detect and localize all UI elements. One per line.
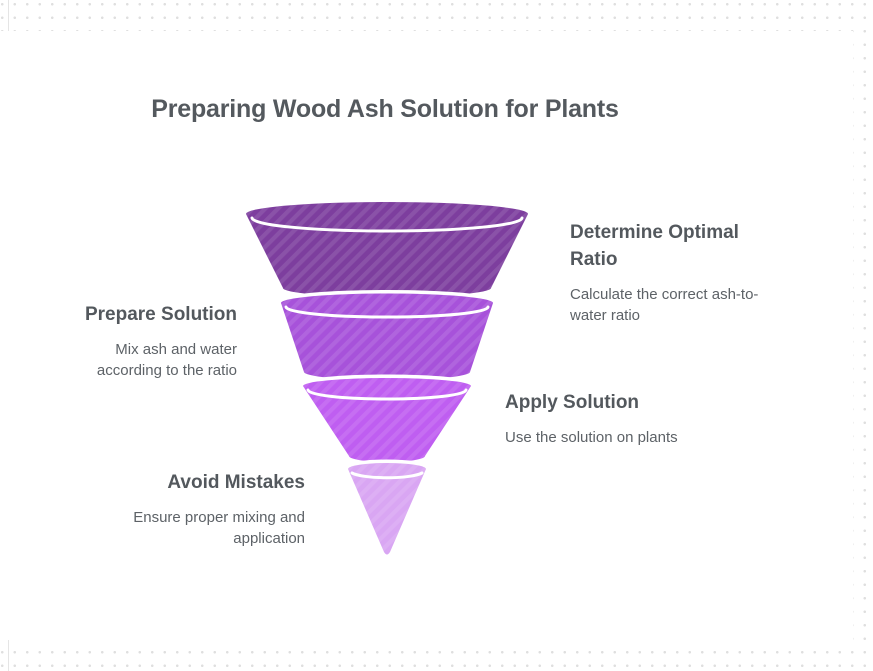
step-description: Ensure proper mixing and application bbox=[133, 509, 305, 547]
funnel-rim-highlight-4 bbox=[350, 471, 424, 480]
step-heading: Apply Solution bbox=[505, 392, 640, 413]
funnel-segment-3-hatch bbox=[303, 378, 471, 462]
funnel-segment-2-hatch bbox=[281, 293, 493, 380]
step-heading: Determine Optimal Ratio bbox=[570, 222, 739, 270]
step-label-determine-optimal-ratio[interactable]: Determine Optimal Ratio Calculate the co… bbox=[570, 219, 785, 326]
funnel-diagram bbox=[200, 195, 580, 570]
step-heading: Prepare Solution bbox=[84, 304, 237, 325]
funnel-rim-highlight-3 bbox=[306, 388, 468, 401]
step-label-prepare-solution[interactable]: Prepare Solution Mix ash and water accor… bbox=[57, 301, 237, 381]
diagram-title[interactable]: Preparing Wood Ash Solution for Plants bbox=[151, 95, 619, 123]
step-heading: Avoid Mistakes bbox=[167, 472, 305, 493]
funnel-segment-1-hatch bbox=[246, 202, 528, 297]
step-label-avoid-mistakes[interactable]: Avoid Mistakes Ensure proper mixing and … bbox=[113, 469, 305, 549]
funnel-rim-highlight-1 bbox=[250, 216, 524, 233]
step-description: Mix ash and water according to the ratio bbox=[96, 341, 237, 379]
funnel-rim-highlight-2 bbox=[284, 305, 490, 319]
step-description: Calculate the correct ash-to-water ratio bbox=[570, 286, 759, 324]
step-description: Use the solution on plants bbox=[505, 429, 678, 446]
step-label-apply-solution[interactable]: Apply Solution Use the solution on plant… bbox=[505, 389, 735, 448]
